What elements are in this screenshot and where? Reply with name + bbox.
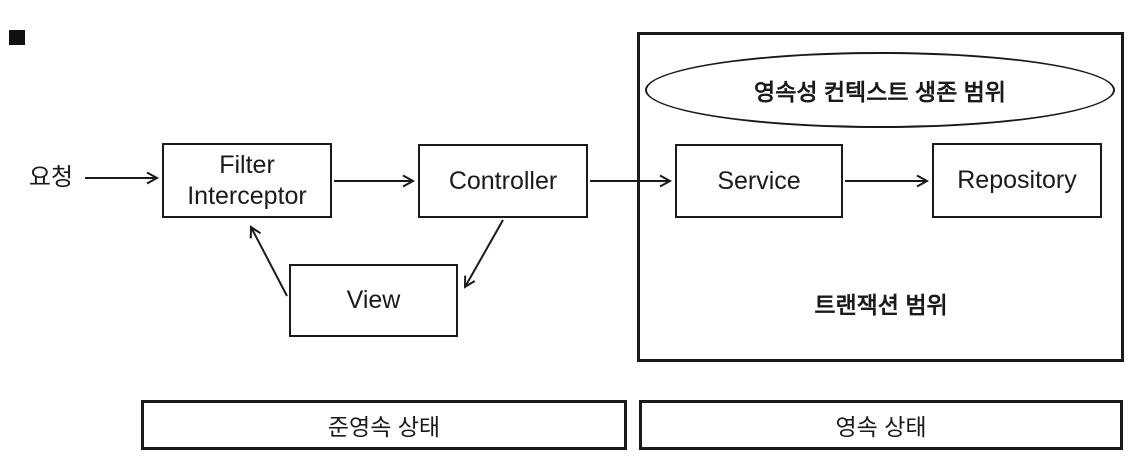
filter-interceptor-node: Filter Interceptor — [162, 143, 332, 218]
persistence-context-ellipse: 영속성 컨텍스트 생존 범위 — [645, 52, 1115, 128]
view-label: View — [346, 286, 401, 314]
detached-state-box: 준영속 상태 — [141, 400, 627, 450]
filter-interceptor-label-line2: Interceptor — [187, 181, 307, 210]
controller-label: Controller — [448, 166, 558, 195]
corner-mark — [9, 30, 25, 45]
persistence-context-label: 영속성 컨텍스트 생존 범위 — [754, 79, 1006, 105]
repository-node: Repository — [932, 143, 1102, 218]
filter-interceptor-label-line1: Filter — [219, 150, 275, 179]
service-label: Service — [717, 166, 801, 195]
service-node: Service — [675, 144, 843, 218]
request-label: 요청 — [28, 164, 74, 191]
controller-node: Controller — [418, 144, 588, 218]
transaction-scope-label: 트랜잭션 범위 — [814, 292, 948, 318]
repository-label: Repository — [957, 166, 1077, 194]
arrow-view-to-filter — [249, 225, 288, 297]
transaction-scope-box — [637, 32, 1124, 362]
view-node: View — [289, 264, 458, 337]
detached-state-label: 준영속 상태 — [327, 414, 441, 440]
persistent-state-label: 영속 상태 — [835, 414, 927, 440]
arrow-controller-to-view — [463, 219, 504, 289]
persistent-state-box: 영속 상태 — [639, 400, 1123, 450]
